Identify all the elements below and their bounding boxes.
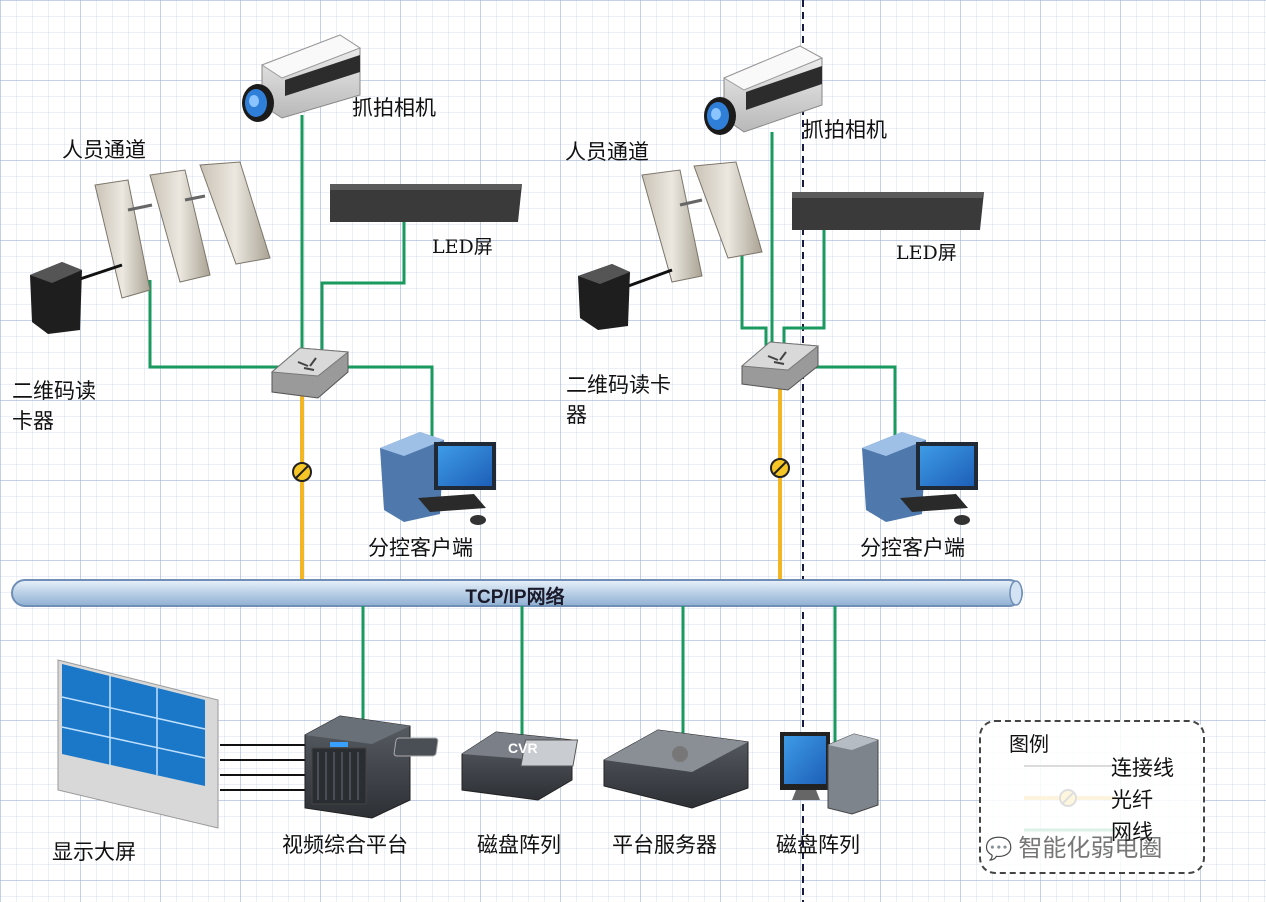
led-left-icon <box>330 184 522 222</box>
led-right-label: LED屏 <box>896 242 957 264</box>
client-right-label: 分控客户端 <box>860 536 965 560</box>
display-wall-icon <box>57 659 219 829</box>
qr-reader-left-icon <box>30 262 123 334</box>
bottom-row <box>57 606 879 829</box>
gate-left-icon <box>94 161 271 299</box>
eth-led-right <box>782 230 826 350</box>
disk-array-2-icon <box>780 732 879 815</box>
eth-client-left <box>346 365 434 440</box>
camera-right-icon <box>704 45 824 135</box>
legend-item-fiber: 光纤 <box>1111 788 1153 812</box>
client-left-icon <box>380 432 496 525</box>
qr-reader-left-label: 二维码读卡器 <box>12 379 96 434</box>
camera-right-label: 抓拍相机 <box>803 118 887 142</box>
eth-gate-left <box>148 280 302 369</box>
cvr-badge: CVR <box>508 740 538 756</box>
client-left-label: 分控客户端 <box>368 536 473 560</box>
right-zone <box>578 45 984 580</box>
legend: 图例 连接线 光纤 网线 <box>979 720 1205 874</box>
watermark: 💬智能化弱电圈 <box>985 828 1162 863</box>
eth-gate-right <box>740 252 768 350</box>
led-left-label: LED屏 <box>432 236 493 258</box>
platform-server-label: 平台服务器 <box>612 833 717 857</box>
tcpip-bus <box>11 579 1023 607</box>
legend-title: 图例 <box>1009 732 1049 756</box>
camera-left-label: 抓拍相机 <box>352 96 436 120</box>
qr-reader-right-icon <box>578 264 673 330</box>
switch-left-icon <box>270 347 350 399</box>
gate-right-icon <box>641 161 763 283</box>
client-right-icon <box>862 432 978 525</box>
watermark-text: 智能化弱电圈 <box>1018 834 1163 862</box>
eth-led-left <box>320 222 406 362</box>
gate-right-label: 人员通道 <box>565 140 649 164</box>
qr-reader-right-label: 二维码读卡器 <box>566 373 671 428</box>
video-platform-icon <box>304 715 411 819</box>
platform-server-icon <box>520 729 749 809</box>
led-right-icon <box>792 192 984 230</box>
gate-left-label: 人员通道 <box>62 138 146 162</box>
eth-client-right <box>814 365 897 440</box>
disk-array-2-label: 磁盘阵列 <box>776 833 860 857</box>
legend-item-ethernet: 网线 <box>1111 820 1153 844</box>
chat-bubble-icon: 💬 <box>985 837 1013 862</box>
disk-array-1-label: 磁盘阵列 <box>477 833 561 857</box>
left-zone <box>30 34 522 580</box>
camera-left-icon <box>242 34 362 122</box>
display-wall-label: 显示大屏 <box>52 840 136 864</box>
video-platform-label: 视频综合平台 <box>282 833 408 857</box>
legend-item-connection: 连接线 <box>1111 756 1174 780</box>
switch-right-icon <box>740 341 820 391</box>
network-label: TCP/IP网络 <box>465 587 565 608</box>
